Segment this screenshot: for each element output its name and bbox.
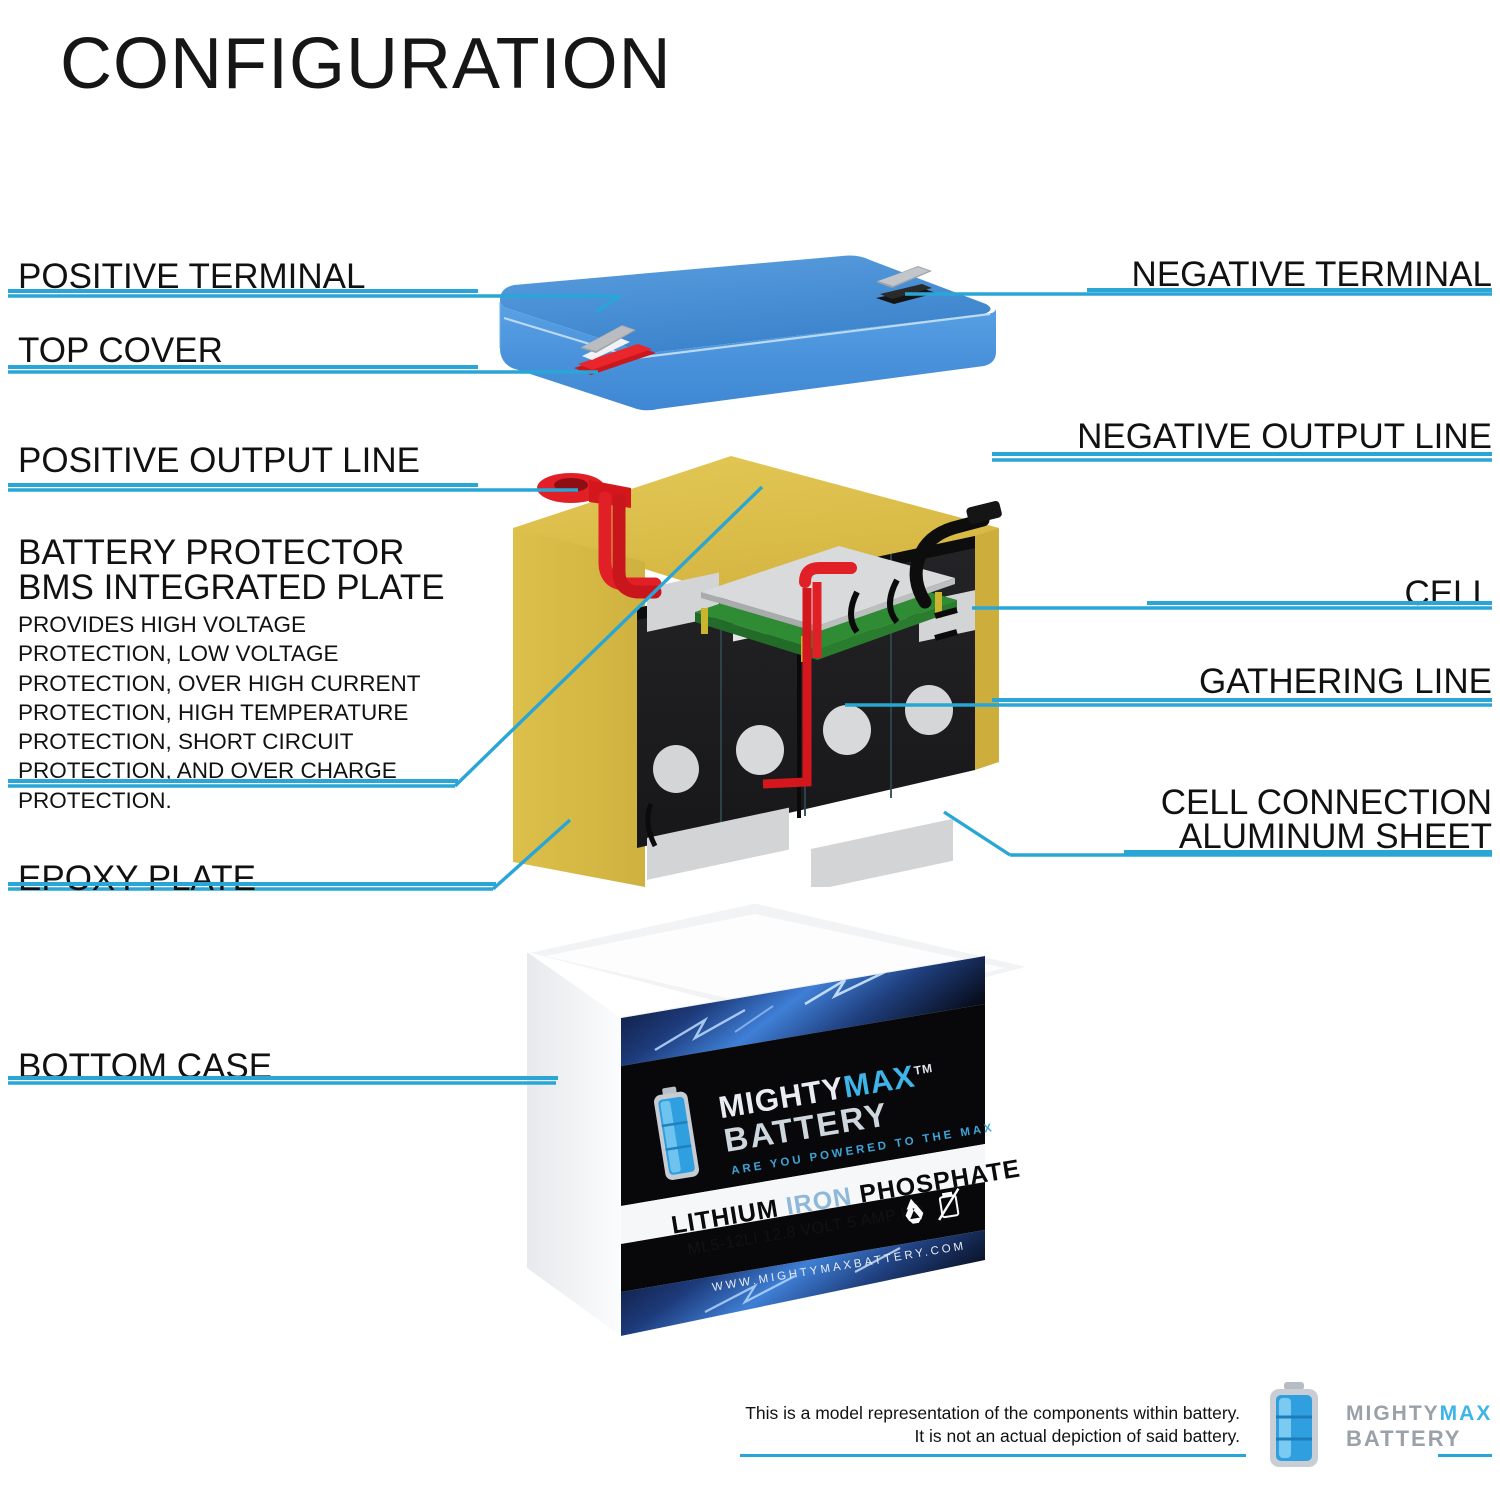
footer-rule-right (1438, 1454, 1492, 1457)
page-title: CONFIGURATION (60, 24, 672, 104)
footer-logo-battery: BATTERY (1346, 1426, 1462, 1451)
rule-positive-output-line (8, 483, 478, 487)
rule-cell (1147, 601, 1492, 605)
cell-assembly-part (505, 432, 1005, 891)
rule-gathering-line (992, 698, 1492, 702)
rule-bottom-case (8, 1076, 558, 1080)
footer-logo-top: MIGHTYMAX (1346, 1402, 1492, 1426)
rule-negative-output-line (992, 452, 1492, 456)
rule-top-cover (8, 365, 478, 369)
label-bms-integrated-plate: BMS INTEGRATED PLATE (18, 568, 445, 607)
negative-output-line-art (848, 500, 1002, 641)
positive-terminal-art (574, 325, 656, 375)
label-positive-terminal: POSITIVE TERMINAL (18, 257, 366, 296)
rule-bms (8, 779, 458, 783)
rule-epoxy-plate (8, 882, 496, 886)
recycle-icon (905, 1198, 924, 1224)
footer-disclaimer-line1: This is a model representation of the co… (745, 1403, 1240, 1423)
footer: This is a model representation of the co… (0, 1378, 1500, 1488)
battery-glyph-icon (654, 1086, 700, 1180)
trademark-symbol: TM (912, 1060, 935, 1078)
footer-disclaimer-line2: It is not an actual depiction of said ba… (914, 1426, 1240, 1446)
footer-battery-icon (1270, 1382, 1318, 1467)
label-negative-output-line: NEGATIVE OUTPUT LINE (1077, 417, 1492, 456)
footer-rule-left (740, 1454, 1246, 1457)
footer-logo-max: MAX (1439, 1402, 1493, 1425)
top-cover-svg (499, 255, 996, 411)
battery-label-art (621, 956, 985, 1336)
label-battery-protector: BATTERY PROTECTOR (18, 533, 405, 572)
label-cell: CELL (1404, 574, 1492, 613)
label-negative-terminal: NEGATIVE TERMINAL (1131, 255, 1492, 294)
footer-logo-mighty: MIGHTY (1346, 1402, 1440, 1425)
label-cell-connection-line1: CELL CONNECTION (1160, 783, 1492, 822)
top-cover-part (470, 252, 1000, 412)
cell-assembly-svg (513, 456, 1002, 891)
rule-cell-connection (1124, 850, 1492, 854)
rule-positive-terminal (8, 289, 478, 293)
negative-terminal-art (876, 266, 936, 304)
crossed-out-wheelie-bin-icon (938, 1187, 960, 1221)
label-gathering-line: GATHERING LINE (1198, 662, 1492, 701)
label-epoxy-plate: EPOXY PLATE (18, 859, 256, 898)
bms-description: PROVIDES HIGH VOLTAGE PROTECTION, LOW VO… (18, 612, 421, 813)
label-cell-connection-line2: ALUMINUM SHEET (1178, 817, 1492, 856)
rule-negative-terminal (1087, 288, 1492, 292)
label-top-cover: TOP COVER (18, 331, 223, 370)
bottom-case-svg: MIGHTYMAXTM BATTERY ARE YOU POWERED TO T… (526, 900, 1030, 1336)
label-positive-output-line: POSITIVE OUTPUT LINE (18, 441, 420, 480)
bottom-case-part: MIGHTYMAXTM BATTERY ARE YOU POWERED TO T… (505, 900, 1040, 1360)
